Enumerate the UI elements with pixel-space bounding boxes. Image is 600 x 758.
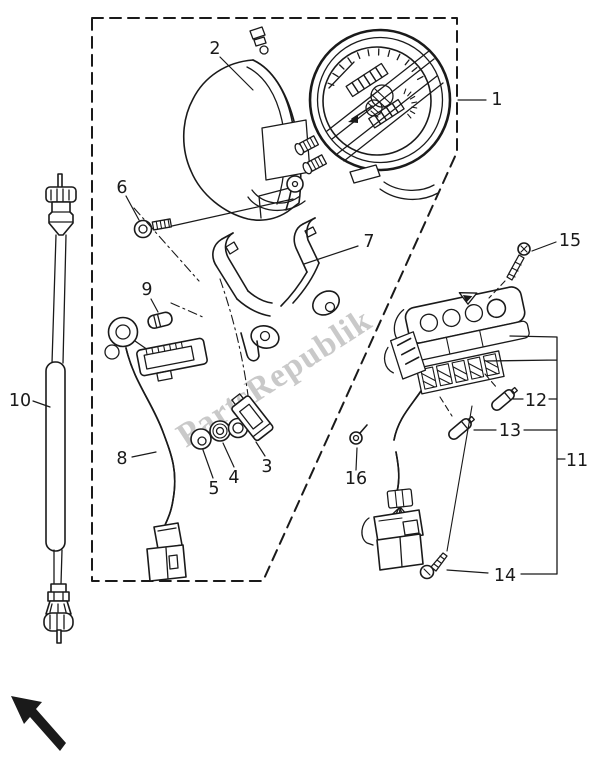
part-label-5: 5 [208,479,219,499]
bulb-socket-strip [415,350,505,395]
indicator-lamp-assembly [383,286,530,395]
part-label-14: 14 [494,566,516,586]
meter-housing [182,26,311,221]
part-label-12: 12 [525,391,547,411]
part-label-7: 7 [363,232,374,252]
direction-arrow-icon [11,696,66,751]
leader-line-15 [531,241,557,252]
bulb-13-axis [439,396,453,417]
leader-line-5 [202,449,214,479]
sensor-3 [227,393,274,442]
needle [351,105,373,120]
leader-line-7 [303,245,359,265]
meter-bulb-9 [147,311,173,329]
part-label-6: 6 [116,178,127,198]
grommet-4 [209,420,231,442]
odometer-window [345,62,389,98]
part-label-16: 16 [345,469,367,489]
tripmeter-window [368,98,405,129]
screw-14 [419,405,473,580]
speedometer-cable [43,173,77,644]
part-label-9: 9 [141,280,152,300]
assembly-line-a [133,207,200,282]
bulb-12-axis [484,373,498,389]
leader-line-6 [125,195,140,221]
assembly-line-b [170,302,206,319]
part-label-2: 2 [209,39,220,59]
pan-head-screw-6 [133,198,294,239]
part-label-1: 1 [491,90,502,110]
screw-15 [488,242,531,299]
bulb-12 [491,386,518,411]
part-label-10: 10 [9,391,31,411]
callout-bracket [485,335,558,575]
leader-line-14 [446,569,558,575]
part-label-15: 15 [559,231,581,251]
speedometer-scale-ticks [327,48,424,86]
leader-line-9 [150,298,159,313]
dashed-border [91,17,458,582]
part-label-8: 8 [116,449,127,469]
leader-line-16 [355,447,358,471]
screw-16 [349,424,368,445]
washer-5 [190,428,212,450]
leader-line-8 [131,451,157,458]
mount-damper [383,331,427,380]
speedometer-assembly [308,28,452,201]
part-label-13: 13 [499,421,521,441]
part-label-3: 3 [261,457,272,477]
wire-harness [104,316,208,582]
leader-line-3 [255,441,266,457]
leader-line-2 [219,56,254,91]
leader-line-4 [222,442,235,468]
gauge-right-ticks [403,88,418,119]
part-label-11: 11 [566,451,588,471]
leader-line-10 [32,400,51,408]
harness-connector [361,390,424,571]
part-label-4: 4 [228,468,239,488]
meter-terminal-screws [294,135,328,175]
bulb-13 [448,415,475,440]
mounting-bracket [212,217,340,362]
